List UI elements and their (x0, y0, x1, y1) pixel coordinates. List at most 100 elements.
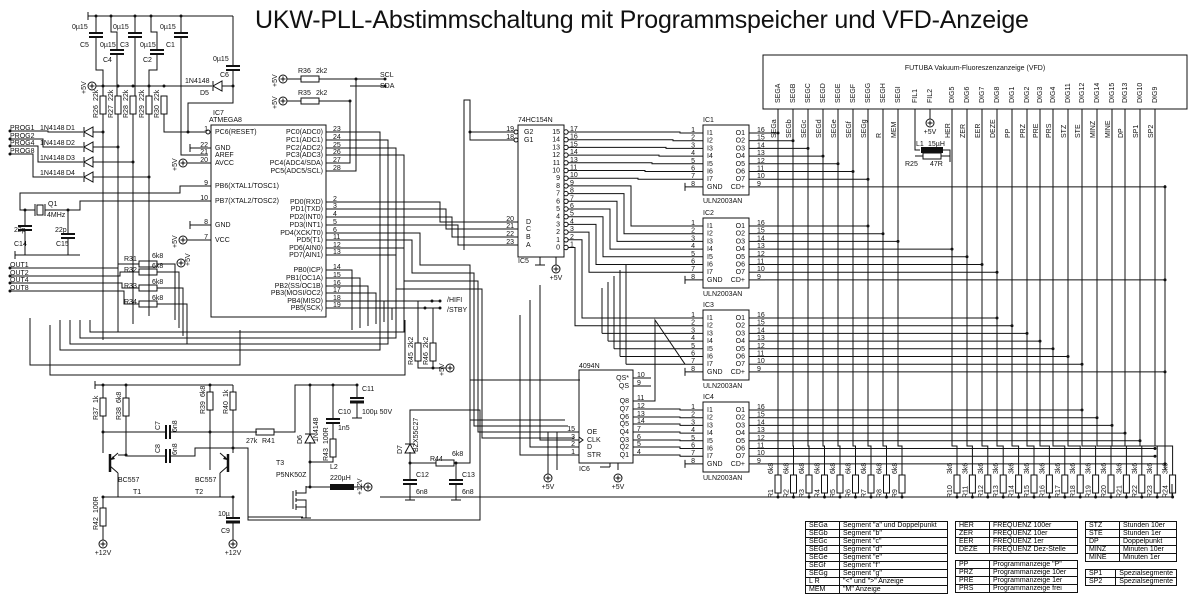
wire (651, 416, 685, 419)
inverted-output-icon (563, 214, 569, 220)
part-ref: R45 (408, 352, 415, 365)
part-ref: C11 (362, 386, 374, 393)
wire (110, 16, 118, 44)
pin-number: 16 (333, 280, 341, 287)
legend-code: PRE (955, 576, 990, 585)
uln2003-ic (702, 124, 750, 196)
pin-name: Q4 (620, 429, 629, 436)
part-value: 3k6 (962, 463, 969, 474)
pin-name: I1 (707, 130, 713, 137)
pin-name: AREF (215, 152, 234, 159)
part-ref: R18 (1070, 485, 1077, 498)
junction-dot (162, 84, 166, 88)
legend-code: PRS (955, 584, 990, 593)
junction-dot (308, 460, 312, 464)
vfd-net-label: PRE (1033, 123, 1040, 138)
legend-description: Segment "c" (839, 537, 948, 546)
part-value: 220µH (330, 475, 351, 482)
wire (651, 454, 685, 457)
part-ref: R31 (124, 256, 137, 263)
prog-net-label: PROG8 (10, 148, 35, 155)
wire (568, 223, 685, 265)
pin-number: 13 (757, 427, 765, 434)
pin-name: I3 (707, 422, 713, 429)
part-value: 3k6 (1101, 463, 1108, 474)
vfd-pin-label: SEGE (835, 83, 842, 103)
vfd-pin-label: SEGD (820, 83, 827, 103)
part-value: 3k6 (993, 463, 1000, 474)
legend-description: FREQUENZ 100er (989, 521, 1078, 530)
vfd-net-label: R (876, 133, 883, 138)
part-ref: R36 (298, 68, 311, 75)
pin-number: 3 (333, 203, 337, 210)
part-value: 6k8 (892, 463, 899, 474)
part-value: 6k8 (846, 463, 853, 474)
pin-name: GND (707, 277, 723, 284)
pin-name: CD+ (731, 461, 745, 468)
part-value: 1k (93, 395, 100, 403)
vfd-pin-label: DIG2 (1024, 87, 1031, 103)
uln2003-ic (702, 401, 750, 473)
resistor-icon (1076, 474, 1084, 494)
part-ref: D7 (397, 445, 404, 454)
pin-number: 2 (691, 228, 695, 235)
part-ref: T1 (133, 489, 141, 496)
pin-name: PC5(ADC5/SCL) (270, 168, 323, 175)
pin-name: Q2 (620, 444, 629, 451)
part-value: 6k8 (152, 263, 163, 270)
pin-number: 4 (333, 211, 337, 218)
pin-number: 15 (757, 135, 765, 142)
legend-code: STZ (1085, 521, 1120, 530)
pin-number: 2 (691, 412, 695, 419)
pin-number: 10 (200, 195, 208, 202)
part-ref: D1 (66, 125, 75, 132)
part-value: 3k6 (1086, 463, 1093, 474)
pin-number: 9 (570, 180, 574, 187)
wire (150, 16, 158, 44)
pin-name: 1 (556, 237, 560, 244)
part-value: 22p (14, 227, 26, 234)
pin-number: 14 (570, 149, 578, 156)
pin-name: O1 (736, 223, 745, 230)
pin-name: I1 (707, 315, 713, 322)
wire (807, 440, 810, 475)
out-net-label: OUT1 (10, 262, 29, 269)
pin-name: 12 (552, 152, 560, 159)
vfd-net-label: SEGb (786, 119, 793, 138)
resistor-icon (122, 397, 130, 417)
part-value: 6k8 (799, 463, 806, 474)
pin-name: I6 (707, 446, 713, 453)
pin-number: 13 (637, 411, 645, 418)
pin-number: 6 (570, 203, 574, 210)
resistor-icon (867, 474, 875, 494)
part-ref: D3 (66, 155, 75, 162)
vfd-net-label: PRS (1046, 123, 1053, 138)
vfd-net-label: MEM (891, 122, 898, 139)
pin-number: 12 (757, 435, 765, 442)
pin-name: I1 (707, 407, 713, 414)
pin-name: PD1(TXD) (291, 206, 323, 213)
vfd-net-label: PRZ (1020, 123, 1027, 138)
part-value: 22p (55, 227, 67, 234)
resistor-icon (984, 474, 992, 494)
legend-code: EER (955, 537, 990, 546)
part-value: 0µ15 (213, 56, 229, 63)
pin-number: 15 (333, 272, 341, 279)
wire (568, 185, 685, 227)
transistor-icon (109, 452, 119, 461)
vfd-pin-label: DIG1 (1009, 87, 1016, 103)
part-value: 22k (108, 89, 115, 101)
part-ref: R8 (877, 489, 884, 498)
pin-name: PD4(XCK/T0) (280, 230, 323, 237)
resistor-icon (160, 95, 168, 115)
legend-code: SEGf (805, 561, 840, 570)
pin-name: O4 (736, 338, 745, 345)
pin-number: 3 (570, 226, 574, 233)
pin-number: 1 (691, 404, 695, 411)
pin-name: B (526, 234, 531, 241)
pin-number: 23 (506, 239, 514, 246)
part-ref: R16 (1039, 485, 1046, 498)
